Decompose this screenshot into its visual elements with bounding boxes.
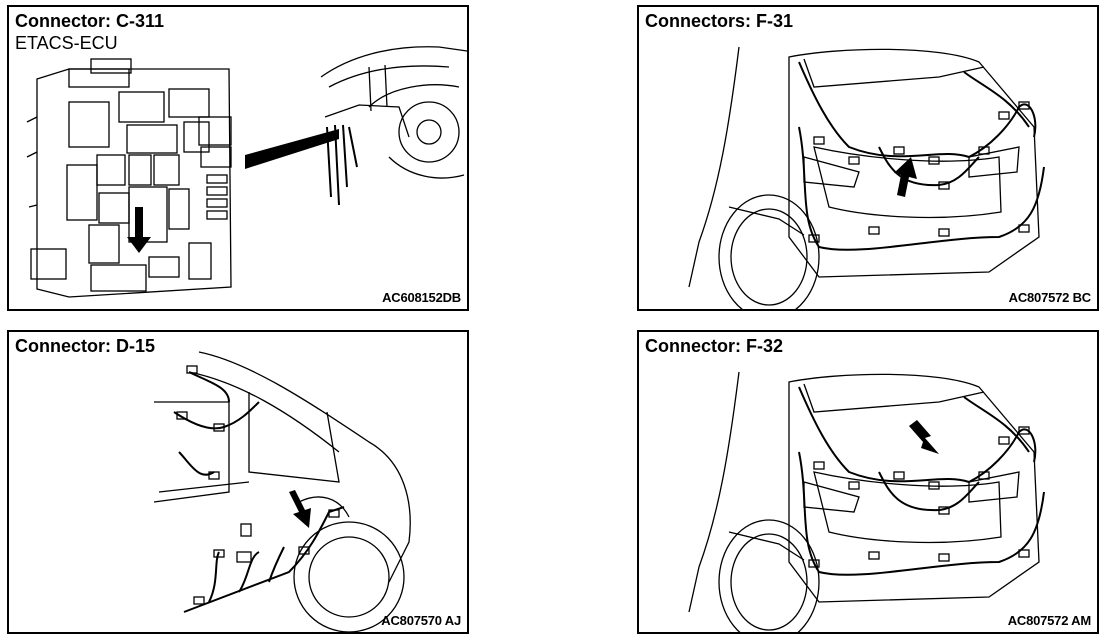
figure-code: AC807572 BC: [1008, 290, 1092, 305]
rear-hatch-f32-illustration: [688, 371, 1045, 632]
rear-quarter-d15-illustration: [153, 351, 411, 632]
arrow-icon: [127, 207, 151, 253]
figure-code: AC608152DB: [382, 290, 461, 305]
rear-hatch-f31-illustration: [688, 46, 1045, 309]
panel-connector-f31: Connectors: F-31 AC807572 BC: [637, 5, 1099, 311]
arrow-icon: [289, 490, 311, 528]
panel-subtitle: ETACS-ECU: [15, 33, 118, 53]
etacs-ecu-illustration: [26, 46, 467, 298]
figure-code: AC807570 AJ: [381, 613, 461, 628]
panel-title: Connector: F-32: [645, 336, 784, 356]
figure-code: AC807572 AM: [1007, 613, 1092, 628]
pointer-wedge-icon: [245, 129, 339, 169]
arrow-icon: [909, 420, 939, 454]
panel-title: Connector: C-311: [15, 11, 165, 31]
arrow-icon: [894, 157, 917, 197]
panel-title: Connector: D-15: [15, 336, 156, 356]
panel-title: Connectors: F-31: [645, 11, 794, 31]
panel-connector-f32: Connector: F-32 AC807572 AM: [637, 330, 1099, 634]
panel-connector-c311: Connector: C-311 ETACS-ECU AC608152DB: [7, 5, 469, 311]
panel-connector-d15: Connector: D-15 AC807570 AJ: [7, 330, 469, 634]
